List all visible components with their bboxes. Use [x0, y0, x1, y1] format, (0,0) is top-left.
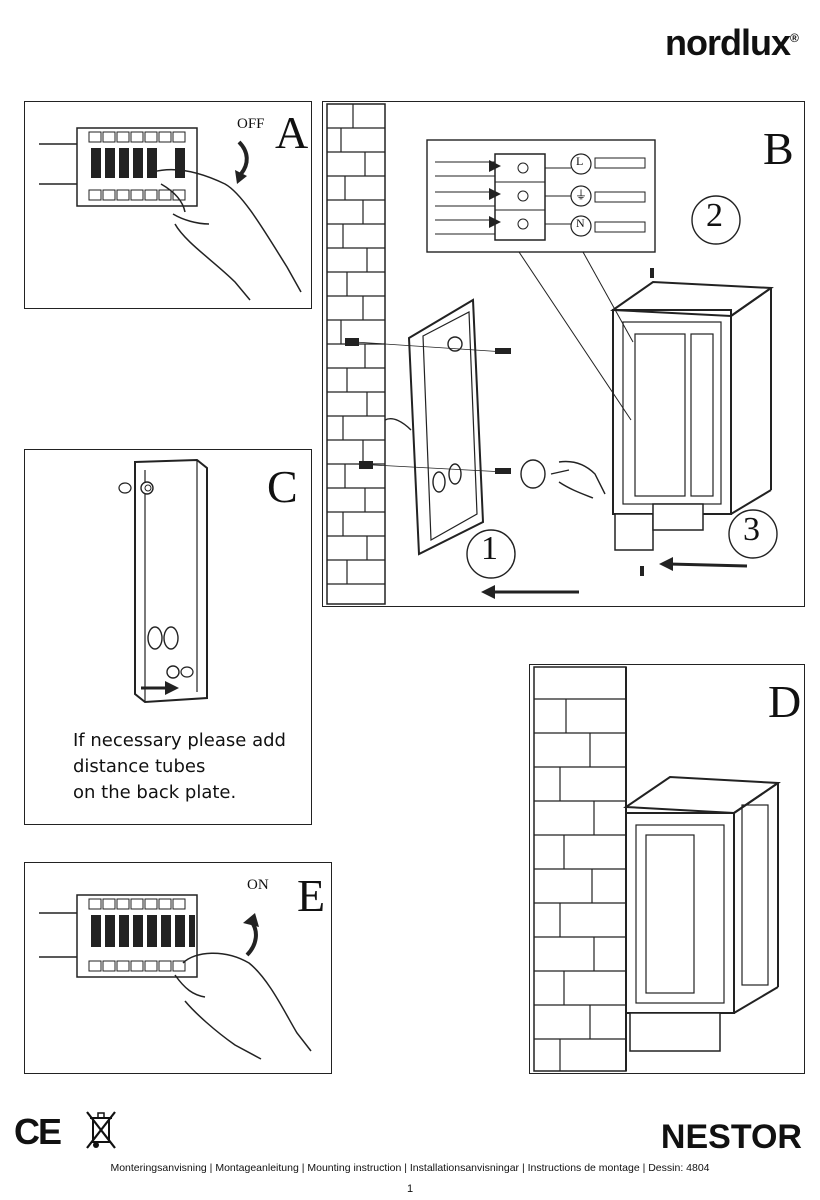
panel-a-switch-off: OFF A	[24, 101, 312, 309]
breaker-off-illustration	[39, 127, 302, 301]
panel-b-letter: B	[763, 123, 794, 174]
on-label: ON	[247, 877, 269, 893]
breaker-on-illustration	[39, 894, 312, 1060]
panel-d-mounted-lamp: D	[529, 664, 805, 1074]
brand-logo: nordlux®	[665, 22, 799, 63]
off-label: OFF	[237, 116, 265, 132]
step-1-label: 1	[481, 530, 498, 567]
footer-instructions: Monteringsanvisning | Montageanleitung |…	[110, 1162, 710, 1174]
panel-e-switch-on: ON E	[24, 862, 332, 1074]
panel-d-letter: D	[768, 676, 802, 727]
wiring-label-earth: ⏚	[575, 188, 588, 202]
mounted-lamp-illustration	[533, 666, 781, 1072]
product-name: NESTOR	[660, 1118, 802, 1156]
panel-e-letter: E	[297, 870, 326, 921]
note-line-3: on the back plate.	[73, 782, 237, 803]
step-2-label: 2	[706, 197, 723, 234]
panel-c-letter: C	[267, 461, 298, 512]
panel-c-distance-tubes: C If necessary please add distance tubes…	[24, 449, 312, 825]
mounting-illustration	[326, 103, 778, 605]
note-line-1: If necessary please add	[73, 730, 286, 751]
weee-bin-icon	[86, 1111, 116, 1149]
panel-b-mounting: B L ⏚ N 1 2 3	[322, 101, 805, 607]
back-plate-illustration	[118, 458, 208, 704]
distance-tubes-note: If necessary please add distance tubes o…	[73, 728, 286, 806]
panel-a-letter: A	[275, 107, 309, 158]
step-3-label: 3	[743, 511, 760, 548]
page-number: 1	[406, 1183, 414, 1195]
note-line-2: distance tubes	[73, 756, 206, 777]
wiring-label-live: L	[576, 154, 584, 168]
ce-mark: CE	[14, 1111, 62, 1152]
wiring-label-neutral: N	[576, 216, 585, 230]
